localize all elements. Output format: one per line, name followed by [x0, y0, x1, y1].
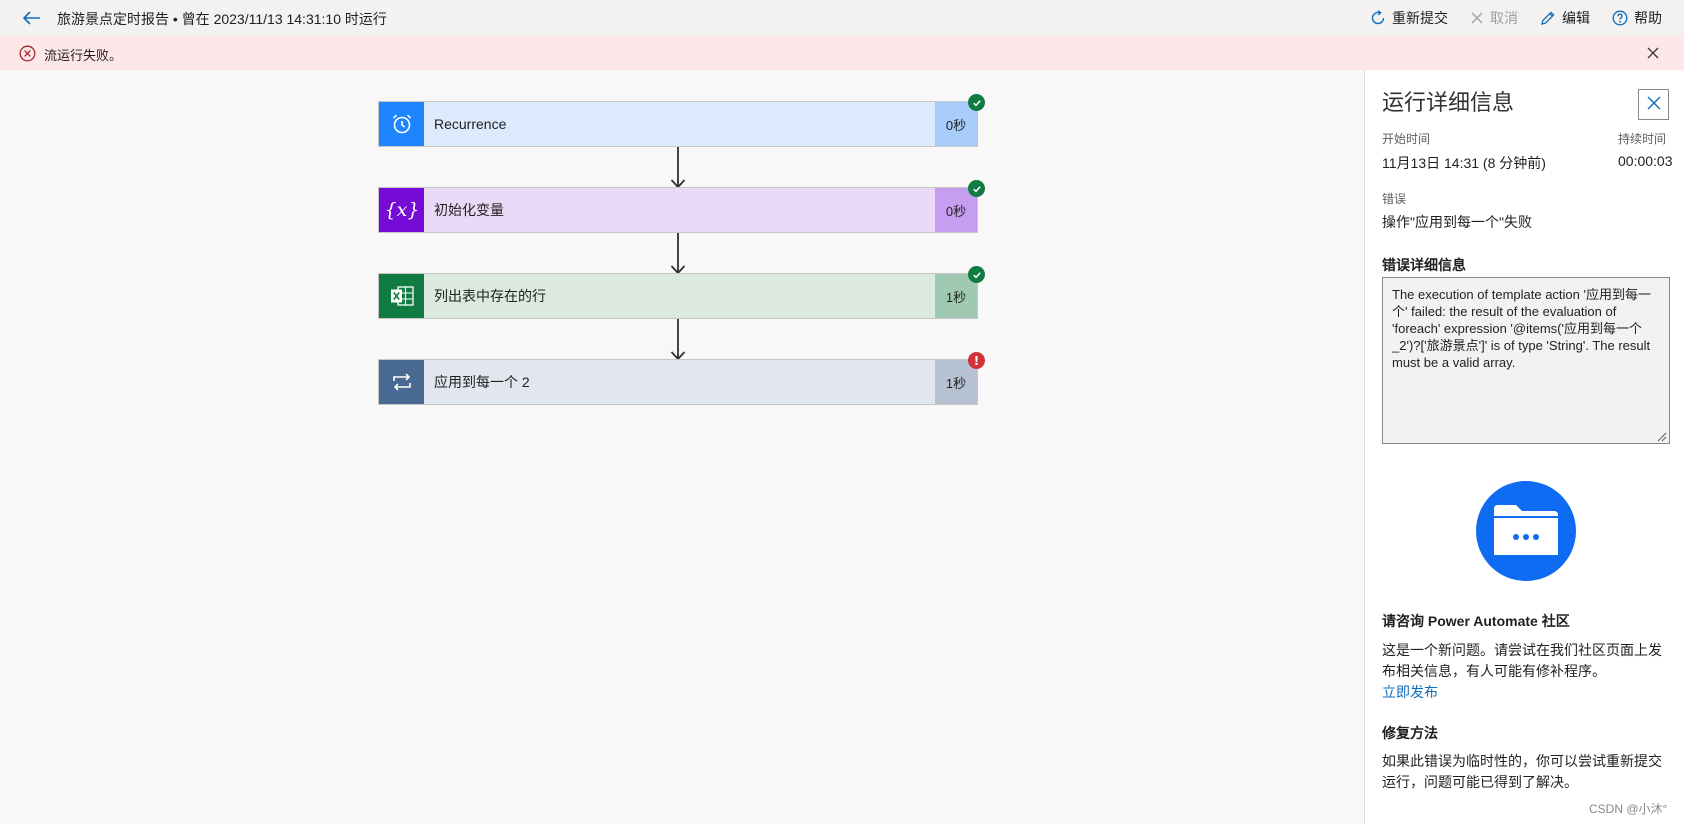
resubmit-button[interactable]: 重新提交 — [1370, 8, 1448, 28]
banner-message: 流运行失败。 — [44, 48, 123, 63]
step-title: 应用到每一个 2 — [434, 374, 530, 390]
flow-connector-arrow — [670, 147, 686, 189]
error-exclamation-icon: ! — [968, 352, 985, 369]
success-check-icon — [968, 266, 985, 283]
svg-text:{x}: {x} — [385, 199, 419, 221]
fix-text: 如果此错误为临时性的，你可以尝试重新提交运行，问题可能已得到了解决。 — [1382, 753, 1662, 790]
back-arrow-icon[interactable] — [20, 6, 44, 30]
close-panel-button[interactable] — [1638, 89, 1669, 120]
fix-heading: 修复方法 — [1382, 725, 1438, 741]
watermark: CSDN @小沐° — [1589, 802, 1668, 816]
close-icon — [1470, 11, 1484, 25]
dismiss-banner-icon[interactable] — [1645, 45, 1661, 61]
page-title: 旅游景点定时报告 • 曾在 2023/11/13 14:31:10 时运行 — [57, 11, 387, 27]
start-time-label: 开始时间 — [1382, 132, 1431, 146]
flow-step-apply-to-each[interactable]: 应用到每一个 2 1秒 ! — [378, 352, 985, 405]
error-details-text: The execution of template action '应用到每一个… — [1392, 287, 1651, 370]
folder-icon — [1492, 501, 1560, 562]
error-details-textarea[interactable]: The execution of template action '应用到每一个… — [1382, 277, 1670, 444]
error-banner: 流运行失败。 — [0, 36, 1684, 70]
step-title: 列出表中存在的行 — [434, 288, 546, 304]
error-label: 错误 — [1382, 192, 1407, 206]
edit-label: 编辑 — [1562, 10, 1590, 26]
close-icon — [1647, 96, 1661, 113]
start-time-value: 11月13日 14:31 (8 分钟前) — [1382, 155, 1546, 171]
step-title: 初始化变量 — [434, 202, 504, 218]
post-now-link[interactable]: 立即发布 — [1382, 684, 1438, 700]
error-value: 操作"应用到每一个"失败 — [1382, 214, 1532, 230]
run-details-panel: 运行详细信息 开始时间 持续时间 11月13日 14:31 (8 分钟前) 00… — [1364, 70, 1684, 824]
edit-button[interactable]: 编辑 — [1540, 8, 1590, 28]
excel-icon — [379, 274, 424, 318]
refresh-icon — [1370, 10, 1386, 26]
community-text: 这是一个新问题。请尝试在我们社区页面上发布相关信息，有人可能有修补程序。 — [1382, 642, 1662, 679]
resubmit-label: 重新提交 — [1392, 10, 1448, 26]
variable-icon: {x} — [379, 188, 424, 232]
step-duration: 1秒 — [935, 274, 977, 318]
error-details-heading: 错误详细信息 — [1382, 257, 1466, 273]
help-icon — [1612, 10, 1628, 26]
community-folder-illustration — [1476, 481, 1576, 581]
step-title: Recurrence — [434, 116, 507, 132]
panel-title: 运行详细信息 — [1382, 90, 1515, 115]
flow-step-list-rows[interactable]: 列出表中存在的行 1秒 — [378, 266, 985, 319]
flow-connector-arrow — [670, 233, 686, 275]
help-label: 帮助 — [1634, 10, 1662, 26]
loop-icon — [379, 360, 424, 404]
flow-step-recurrence[interactable]: Recurrence 0秒 — [378, 94, 985, 147]
help-button[interactable]: 帮助 — [1612, 8, 1662, 28]
duration-label: 持续时间 — [1618, 132, 1667, 146]
resize-grip-icon[interactable] — [1655, 429, 1667, 442]
error-circle-icon — [19, 45, 36, 62]
duration-value: 00:00:03 — [1618, 153, 1673, 169]
step-duration: 1秒 — [935, 360, 977, 404]
flow-step-initialize-variable[interactable]: {x} 初始化变量 0秒 — [378, 180, 985, 233]
step-duration: 0秒 — [935, 102, 977, 146]
alarm-clock-icon — [379, 102, 424, 146]
success-check-icon — [968, 180, 985, 197]
command-group: 重新提交 取消 编辑 帮助 — [1370, 0, 1684, 36]
community-heading: 请咨询 Power Automate 社区 — [1382, 613, 1570, 629]
success-check-icon — [968, 94, 985, 111]
pencil-icon — [1540, 10, 1556, 26]
command-bar: 旅游景点定时报告 • 曾在 2023/11/13 14:31:10 时运行 重新… — [0, 0, 1684, 36]
cancel-button[interactable]: 取消 — [1470, 8, 1518, 28]
cancel-label: 取消 — [1490, 10, 1518, 26]
step-duration: 0秒 — [935, 188, 977, 232]
flow-connector-arrow — [670, 319, 686, 361]
